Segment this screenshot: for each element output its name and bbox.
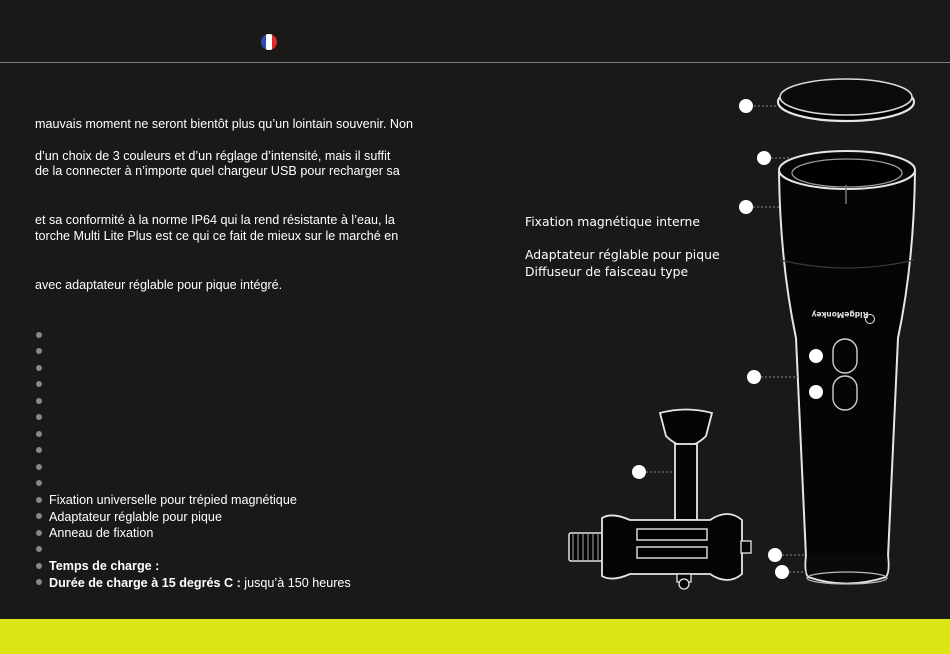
french-flag-icon[interactable] bbox=[261, 34, 277, 50]
component-labels: Fixation magnétique interne Adaptateur r… bbox=[525, 213, 720, 280]
callout-marker bbox=[739, 200, 753, 214]
footer-bar bbox=[0, 619, 950, 654]
callout-beam-diffuser: Diffuseur de faisceau type bbox=[525, 264, 689, 279]
feature-item: Fixation universelle pour trépied magnét… bbox=[35, 492, 351, 509]
feature-item: Durée de charge à 15 degrés C : jusqu’à … bbox=[35, 575, 351, 592]
callout-magnetic-mount: Fixation magnétique interne bbox=[525, 214, 700, 229]
description-line-3: de la connecter à n’importe quel chargeu… bbox=[35, 164, 400, 178]
callout-marker bbox=[747, 370, 761, 384]
callout-marker bbox=[809, 385, 823, 399]
callout-markers bbox=[632, 99, 823, 579]
feature-item: Anneau de fixation bbox=[35, 525, 351, 542]
callout-marker bbox=[775, 565, 789, 579]
description-line-4: et sa conformité à la norme IP64 qui la … bbox=[35, 213, 395, 227]
feature-list: Fixation universelle pour trépied magnét… bbox=[35, 327, 351, 591]
callout-marker bbox=[809, 349, 823, 363]
description-line-6: avec adaptateur réglable pour pique inté… bbox=[35, 278, 283, 292]
callout-marker bbox=[768, 548, 782, 562]
bankstick-adapter-image bbox=[568, 408, 752, 590]
description-line-2: d’un choix de 3 couleurs et d’un réglage… bbox=[35, 149, 391, 163]
torch-body-image: RidgeMonkey bbox=[778, 150, 916, 585]
feature-item: Adaptateur réglable pour pique bbox=[35, 509, 351, 526]
description-line-5: torche Multi Lite Plus est ce qui ce fai… bbox=[35, 229, 399, 243]
callout-marker bbox=[757, 151, 771, 165]
diffuser-cap-image bbox=[776, 78, 916, 123]
flag-white-stripe bbox=[266, 34, 272, 50]
svg-text:RidgeMonkey: RidgeMonkey bbox=[811, 310, 868, 319]
flag-blue-stripe bbox=[261, 34, 267, 50]
description-line-1: mauvais moment ne seront bientôt plus qu… bbox=[35, 117, 414, 131]
callout-bankstick-adapter: Adaptateur réglable pour pique bbox=[525, 247, 720, 262]
flag-red-stripe bbox=[271, 34, 277, 50]
callout-marker bbox=[739, 99, 753, 113]
feature-item: Temps de charge : bbox=[35, 558, 351, 575]
callout-marker bbox=[632, 465, 646, 479]
header-divider bbox=[0, 62, 950, 63]
